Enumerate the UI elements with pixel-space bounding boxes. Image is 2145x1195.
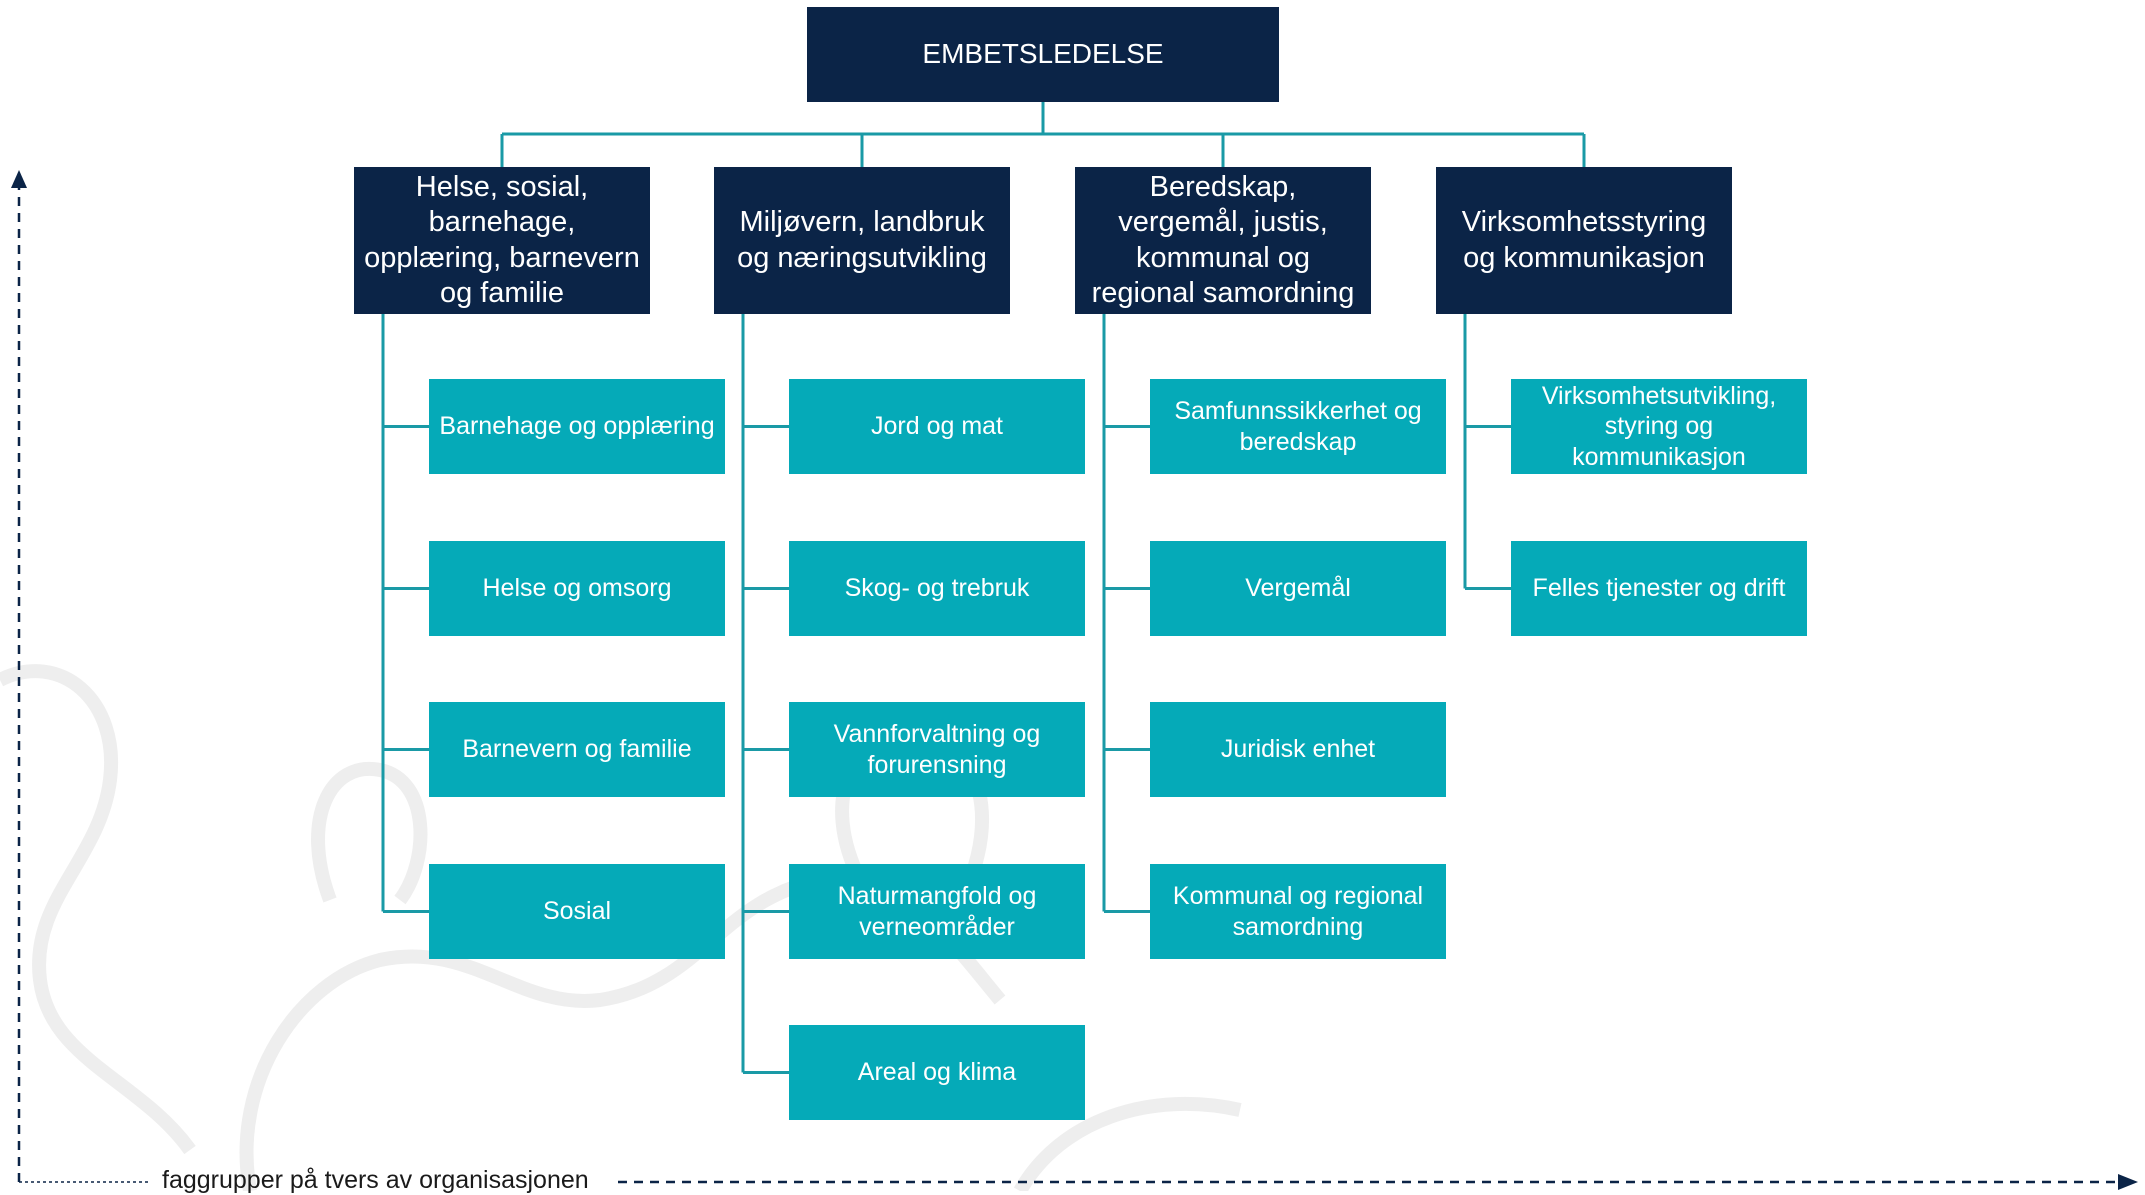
- section-box: Samfunnssikkerhet og beredskap: [1150, 379, 1446, 474]
- section-box: Jord og mat: [789, 379, 1085, 474]
- section-box: Naturmangfold og verneområder: [789, 864, 1085, 959]
- section-label: Naturmangfold og verneområder: [837, 882, 1037, 941]
- section-label: Helse og omsorg: [482, 574, 672, 603]
- section-box: Virksomhetsutvikling, styring og kommuni…: [1511, 379, 1807, 474]
- section-label: Barnehage og opplæring: [439, 412, 715, 441]
- section-box: Kommunal og regional samordning: [1150, 864, 1446, 959]
- horizontal-axis-arrowhead: [2118, 1174, 2138, 1190]
- department-box-3: Beredskap, vergemål, justis, kommunal og…: [1075, 167, 1371, 314]
- section-label: Sosial: [542, 897, 612, 926]
- section-box: Areal og klima: [789, 1025, 1085, 1120]
- department-label: Beredskap, vergemål, justis, kommunal og…: [1091, 170, 1355, 309]
- department-label: Virksomhetsstyring og kommunikasjon: [1461, 206, 1707, 274]
- department-label: Miljøvern, landbruk og næringsutvikling: [737, 206, 987, 274]
- department-box-4: Virksomhetsstyring og kommunikasjon: [1436, 167, 1732, 314]
- section-label: Samfunnssikkerhet og beredskap: [1174, 397, 1422, 456]
- section-box: Skog- og trebruk: [789, 541, 1085, 636]
- axis-label: faggrupper på tvers av organisasjonen: [162, 1166, 589, 1195]
- section-box: Barnevern og familie: [429, 702, 725, 797]
- section-label: Vergemål: [1245, 574, 1351, 603]
- axis-label-text: faggrupper på tvers av organisasjonen: [162, 1166, 589, 1194]
- section-label: Kommunal og regional samordning: [1172, 882, 1424, 941]
- section-label: Juridisk enhet: [1220, 735, 1376, 764]
- section-box: Barnehage og opplæring: [429, 379, 725, 474]
- top-label: EMBETSLEDELSE: [922, 38, 1164, 70]
- vertical-axis-arrowhead: [11, 170, 27, 188]
- section-label: Skog- og trebruk: [844, 574, 1030, 603]
- section-box: Vergemål: [1150, 541, 1446, 636]
- section-label: Virksomhetsutvikling, styring og kommuni…: [1541, 381, 1777, 471]
- top-box: EMBETSLEDELSE: [807, 7, 1279, 102]
- section-box: Felles tjenester og drift: [1511, 541, 1807, 636]
- section-label: Vannforvaltning og forurensning: [833, 720, 1041, 779]
- section-box: Vannforvaltning og forurensning: [789, 702, 1085, 797]
- section-box: Juridisk enhet: [1150, 702, 1446, 797]
- section-label: Barnevern og familie: [462, 735, 692, 764]
- department-box-2: Miljøvern, landbruk og næringsutvikling: [714, 167, 1010, 314]
- section-box: Helse og omsorg: [429, 541, 725, 636]
- department-label: Helse, sosial, barnehage, opplæring, bar…: [364, 170, 640, 309]
- section-label: Areal og klima: [857, 1058, 1017, 1087]
- section-box: Sosial: [429, 864, 725, 959]
- section-label: Felles tjenester og drift: [1532, 574, 1786, 603]
- department-box-1: Helse, sosial, barnehage, opplæring, bar…: [354, 167, 650, 314]
- section-label: Jord og mat: [870, 412, 1003, 441]
